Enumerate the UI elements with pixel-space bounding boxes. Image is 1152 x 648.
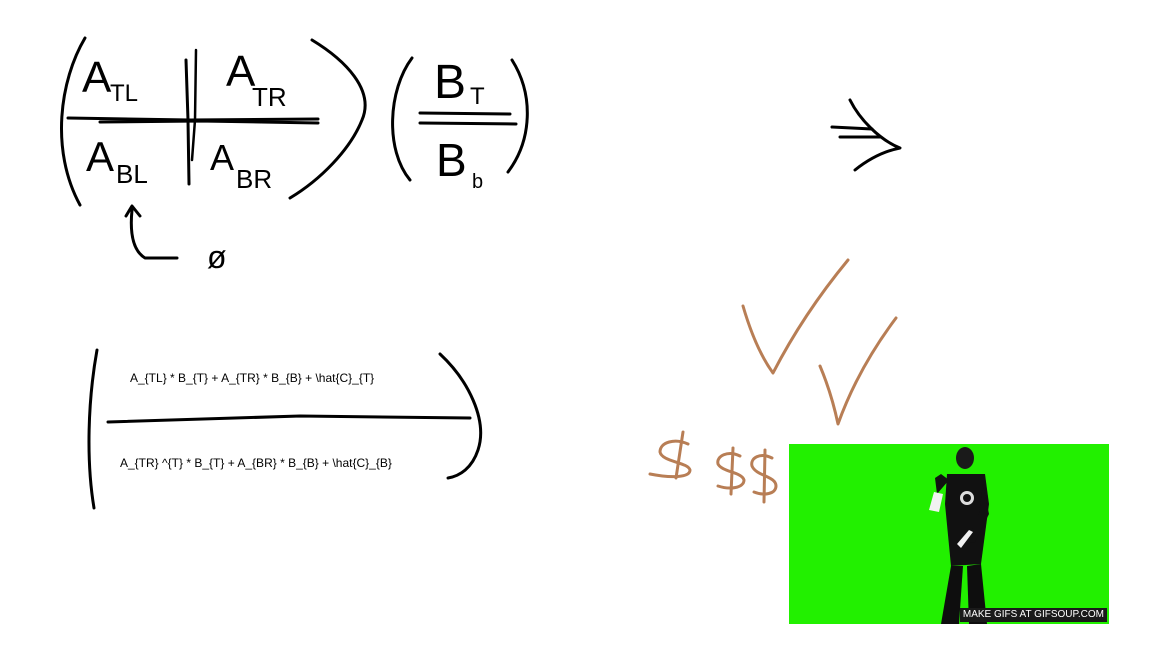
check-mark-1 xyxy=(741,258,850,375)
matrix-a-left-paren xyxy=(60,36,87,207)
matrix-a-top-right-letter: A xyxy=(226,47,256,96)
vector-b-top-sub: T xyxy=(470,83,485,110)
gif-panel: MAKE GIFS AT GIFSOUP.COM xyxy=(789,444,1109,624)
zero-annotation: ø xyxy=(207,239,227,275)
zero-arrow-head xyxy=(124,204,142,218)
vector-b-partition xyxy=(418,111,512,116)
zero-arrow-shaft xyxy=(129,208,179,260)
result-partition xyxy=(106,414,472,424)
dollar-sign-3 xyxy=(750,448,778,504)
matrix-a-right-paren xyxy=(288,38,367,200)
matrix-a-top-left-sub: TL xyxy=(110,80,138,107)
vector-b-left-paren xyxy=(391,56,414,182)
matrix-a-top-left-letter: A xyxy=(82,53,112,102)
gif-scene xyxy=(789,444,1109,624)
vector-b-right-paren xyxy=(506,58,529,174)
vector-b-bottom-letter: B xyxy=(436,134,467,186)
dollar-sign-2 xyxy=(716,446,746,496)
matrix-a-bottom-left-letter: A xyxy=(86,133,114,180)
dollar-sign-1 xyxy=(648,430,692,480)
matrix-a-bottom-right-sub: BR xyxy=(236,164,272,194)
money-annotation-text: $ $$ xyxy=(650,499,652,501)
vector-b-bottom-sub: b xyxy=(472,171,483,193)
matrix-a-bottom-right-letter: A xyxy=(210,137,234,178)
matrix-a-top-right-sub: TR xyxy=(252,82,287,112)
vector-b-top-letter: B xyxy=(434,56,466,109)
gif-watermark: MAKE GIFS AT GIFSOUP.COM xyxy=(959,608,1107,622)
check-mark-2 xyxy=(818,316,898,426)
matrix-a-vertical-partition-2 xyxy=(190,48,198,162)
formula-top: A_{TL} * B_{T} + A_{TR} * B_{B} + \hat{C… xyxy=(130,371,375,385)
vector-b-partition-2 xyxy=(418,121,518,126)
result-right-paren xyxy=(438,352,483,480)
matrix-a-bottom-left-sub: BL xyxy=(116,159,148,189)
dancing-figure xyxy=(929,447,989,624)
implies-arrow-head xyxy=(848,98,902,172)
result-left-paren xyxy=(87,348,99,510)
formula-bottom: A_{TR} ^{T} * B_{T} + A_{BR} * B_{B} + \… xyxy=(120,456,392,470)
matrix-a-horizontal-partition-2 xyxy=(98,119,320,125)
implies-arrow-top-bar xyxy=(830,125,874,131)
